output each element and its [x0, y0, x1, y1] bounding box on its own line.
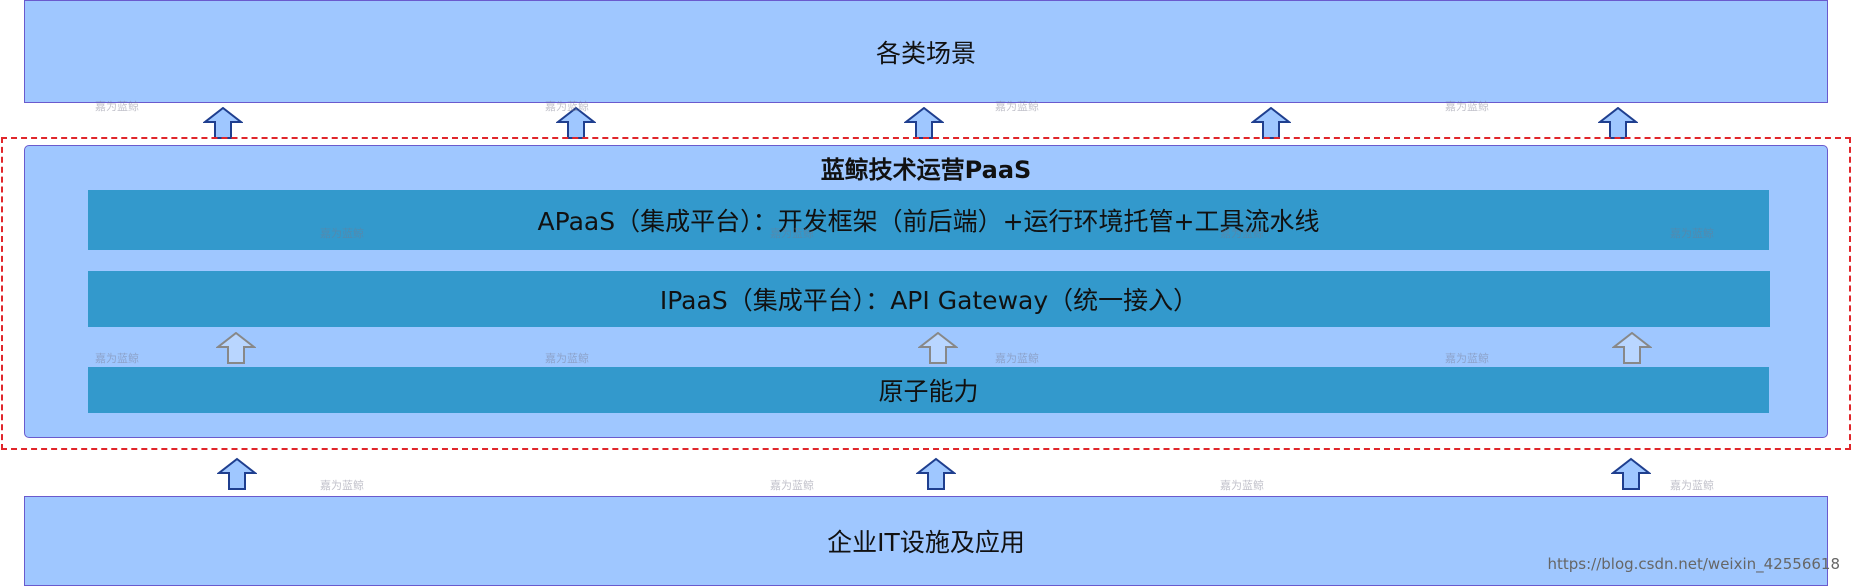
watermark: 嘉为蓝鲸 — [770, 479, 814, 492]
atomic-label: 原子能力 — [878, 377, 979, 406]
watermark: 嘉为蓝鲸 — [545, 352, 589, 365]
apaas-label: APaaS（集成平台）：开发框架（前后端）+运行环境托管+工具流水线 — [537, 207, 1320, 236]
source-url: https://blog.csdn.net/weixin_42556618 — [1547, 555, 1840, 573]
enterprise-it-label: 企业IT设施及应用 — [827, 528, 1025, 557]
watermark: 嘉为蓝鲸 — [770, 227, 814, 240]
up-arrow-icon — [203, 107, 243, 139]
paas-boundary — [1, 137, 1851, 450]
watermark: 嘉为蓝鲸 — [95, 100, 139, 113]
outline-up-arrow-icon — [1612, 332, 1652, 364]
watermark: 嘉为蓝鲸 — [995, 352, 1039, 365]
up-arrow-icon — [1611, 457, 1651, 490]
watermark: 嘉为蓝鲸 — [1670, 479, 1714, 492]
watermark: 嘉为蓝鲸 — [1220, 227, 1264, 240]
watermark: 嘉为蓝鲸 — [1670, 227, 1714, 240]
watermark: 嘉为蓝鲸 — [95, 352, 139, 365]
atomic-layer: 原子能力 — [88, 367, 1769, 413]
enterprise-it-box: 企业IT设施及应用 — [24, 496, 1828, 586]
watermark: 嘉为蓝鲸 — [545, 100, 589, 113]
ipaas-label: IPaaS（集成平台）：API Gateway（统一接入） — [659, 286, 1199, 315]
watermark: 嘉为蓝鲸 — [995, 100, 1039, 113]
scenarios-box: 各类场景 — [24, 0, 1828, 103]
up-arrow-icon — [1251, 107, 1291, 139]
watermark: 嘉为蓝鲸 — [1445, 100, 1489, 113]
paas-title: 蓝鲸技术运营PaaS — [820, 155, 1032, 184]
up-arrow-icon — [916, 457, 956, 490]
up-arrow-icon — [217, 457, 257, 490]
watermark: 嘉为蓝鲸 — [320, 227, 364, 240]
apaas-layer: APaaS（集成平台）：开发框架（前后端）+运行环境托管+工具流水线 — [88, 190, 1769, 250]
up-arrow-icon — [1598, 107, 1638, 139]
scenarios-label: 各类场景 — [875, 38, 976, 68]
watermark: 嘉为蓝鲸 — [1445, 352, 1489, 365]
watermark: 嘉为蓝鲸 — [320, 479, 364, 492]
watermark: 嘉为蓝鲸 — [1220, 479, 1264, 492]
ipaas-layer: IPaaS（集成平台）：API Gateway（统一接入） — [88, 271, 1770, 327]
outline-up-arrow-icon — [918, 332, 958, 364]
up-arrow-icon — [904, 107, 944, 139]
outline-up-arrow-icon — [216, 332, 256, 364]
